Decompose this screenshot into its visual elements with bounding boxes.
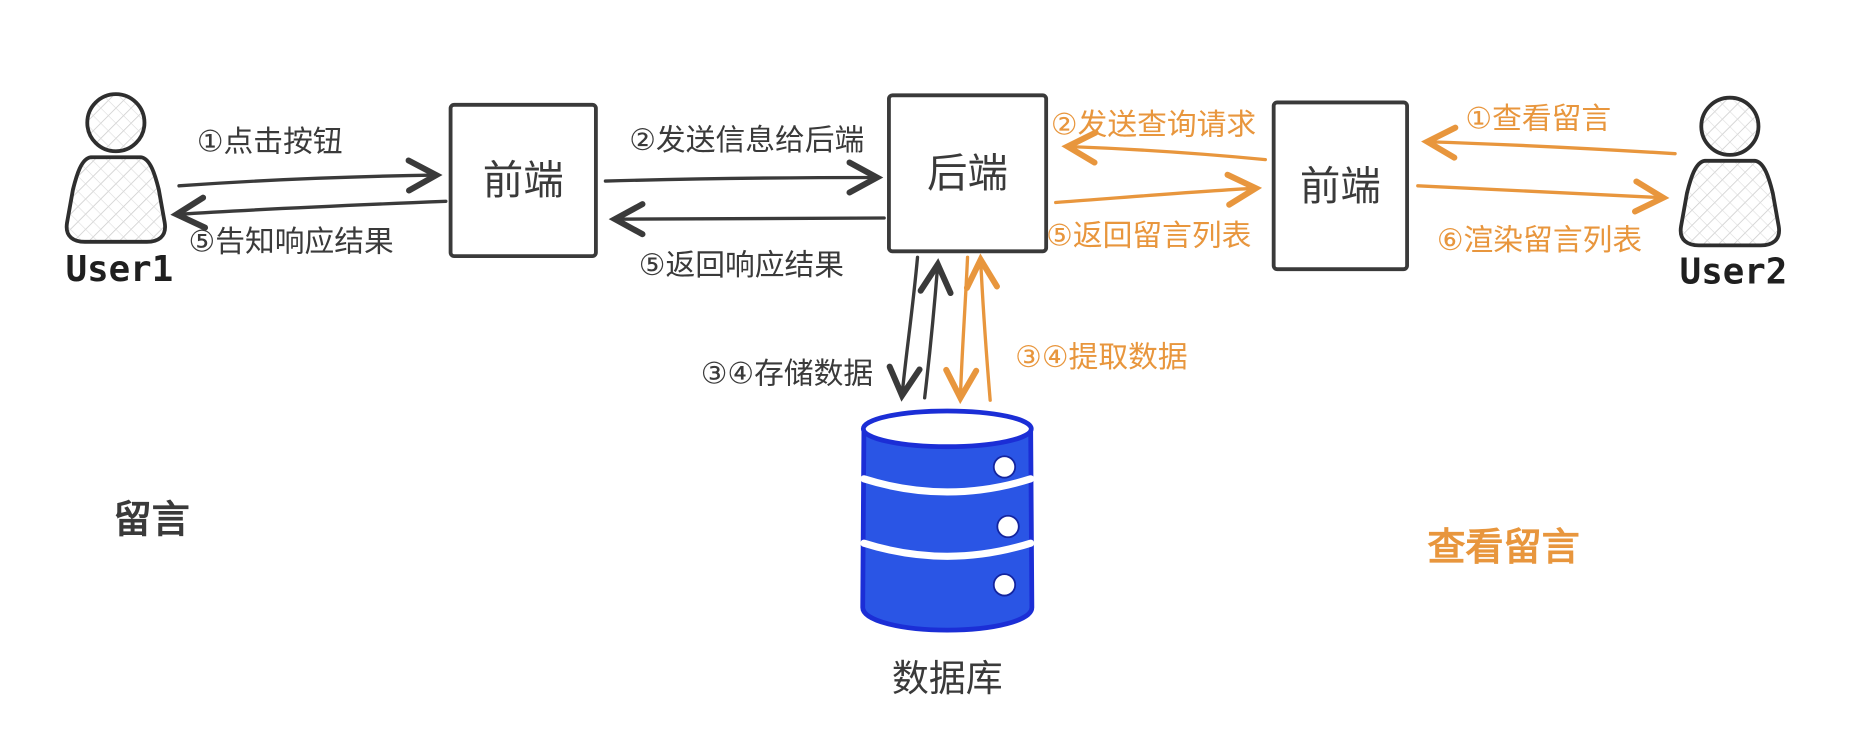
arrow-extract-up — [963, 253, 1000, 402]
user1-figure: User1 — [64, 92, 174, 290]
user2-label: User2 — [1680, 251, 1788, 292]
flow-frontend2-to-user2: ⑥渲染留言列表 — [1416, 178, 1670, 258]
arrow-return-response — [608, 201, 886, 238]
label-view-messages: ①查看留言 — [1465, 102, 1611, 137]
label-send-query: ②发送查询请求 — [1051, 108, 1256, 143]
section-label-view-messages: 查看留言 — [1427, 525, 1579, 569]
arrow-send-query — [1061, 129, 1267, 166]
database-dot-1 — [992, 455, 1017, 479]
backend-node: 后端 — [887, 93, 1049, 254]
flow-database-backend-extract: ③④提取数据 — [943, 253, 1188, 405]
database-band-separator-1 — [860, 475, 1035, 496]
arrow-send-info — [603, 159, 884, 196]
arrow-render-list — [1416, 178, 1670, 215]
arrow-notify-response — [170, 194, 448, 231]
database-label: 数据库 — [892, 657, 1003, 700]
database-top — [860, 408, 1034, 450]
flow-user1-to-frontend: ①点击按钮 — [177, 124, 443, 194]
user2-figure: User2 — [1678, 95, 1788, 292]
frontend-right-label: 前端 — [1300, 162, 1381, 210]
arrow-view-messages — [1421, 124, 1677, 161]
backend-label: 后端 — [927, 149, 1008, 197]
frontend-right-node: 前端 — [1271, 100, 1409, 272]
flow-backend-to-frontend2: ⑤返回留言列表 — [1046, 171, 1263, 253]
flow-frontend-to-backend: ②发送信息给后端 — [603, 123, 884, 196]
arrow-store-down — [886, 255, 923, 402]
label-render-list: ⑥渲染留言列表 — [1437, 223, 1642, 258]
database-node: 数据库 — [860, 408, 1035, 700]
user1-person-icon — [64, 92, 167, 244]
user1-label: User1 — [66, 249, 174, 290]
label-click-button: ①点击按钮 — [197, 124, 343, 159]
database-icon — [860, 408, 1035, 633]
flow-user2-to-frontend2: ①查看留言 — [1421, 102, 1677, 161]
database-body — [860, 428, 1035, 633]
frontend-left-label: 前端 — [483, 156, 564, 204]
label-store-data: ③④存储数据 — [701, 357, 873, 392]
label-notify-response: ⑤告知响应结果 — [189, 224, 394, 259]
label-return-response: ⑤返回响应结果 — [639, 248, 844, 283]
database-dot-2 — [996, 514, 1020, 539]
frontend-left-node: 前端 — [448, 102, 598, 259]
arrow-extract-down — [943, 255, 980, 405]
arrow-store-up — [917, 258, 954, 400]
database-band-separator-2 — [860, 539, 1035, 560]
flow-frontend-to-user1: ⑤告知响应结果 — [170, 194, 448, 259]
database-dot-3 — [992, 573, 1017, 597]
arrow-return-list — [1054, 171, 1263, 208]
frontend-left-box — [448, 102, 598, 259]
label-return-list: ⑤返回留言列表 — [1046, 218, 1251, 253]
arrow-click-button — [177, 157, 443, 194]
frontend-right-box — [1271, 100, 1409, 272]
section-label-post-message: 留言 — [113, 497, 189, 541]
flow-backend-database-store: ③④存储数据 — [701, 255, 954, 402]
user2-person-icon — [1678, 95, 1781, 248]
flow-frontend2-to-backend: ②发送查询请求 — [1051, 108, 1267, 166]
label-extract-data: ③④提取数据 — [1015, 340, 1187, 375]
flow-backend-to-frontend: ⑤返回响应结果 — [608, 201, 886, 283]
backend-box — [887, 93, 1049, 254]
label-send-info: ②发送信息给后端 — [629, 123, 864, 158]
